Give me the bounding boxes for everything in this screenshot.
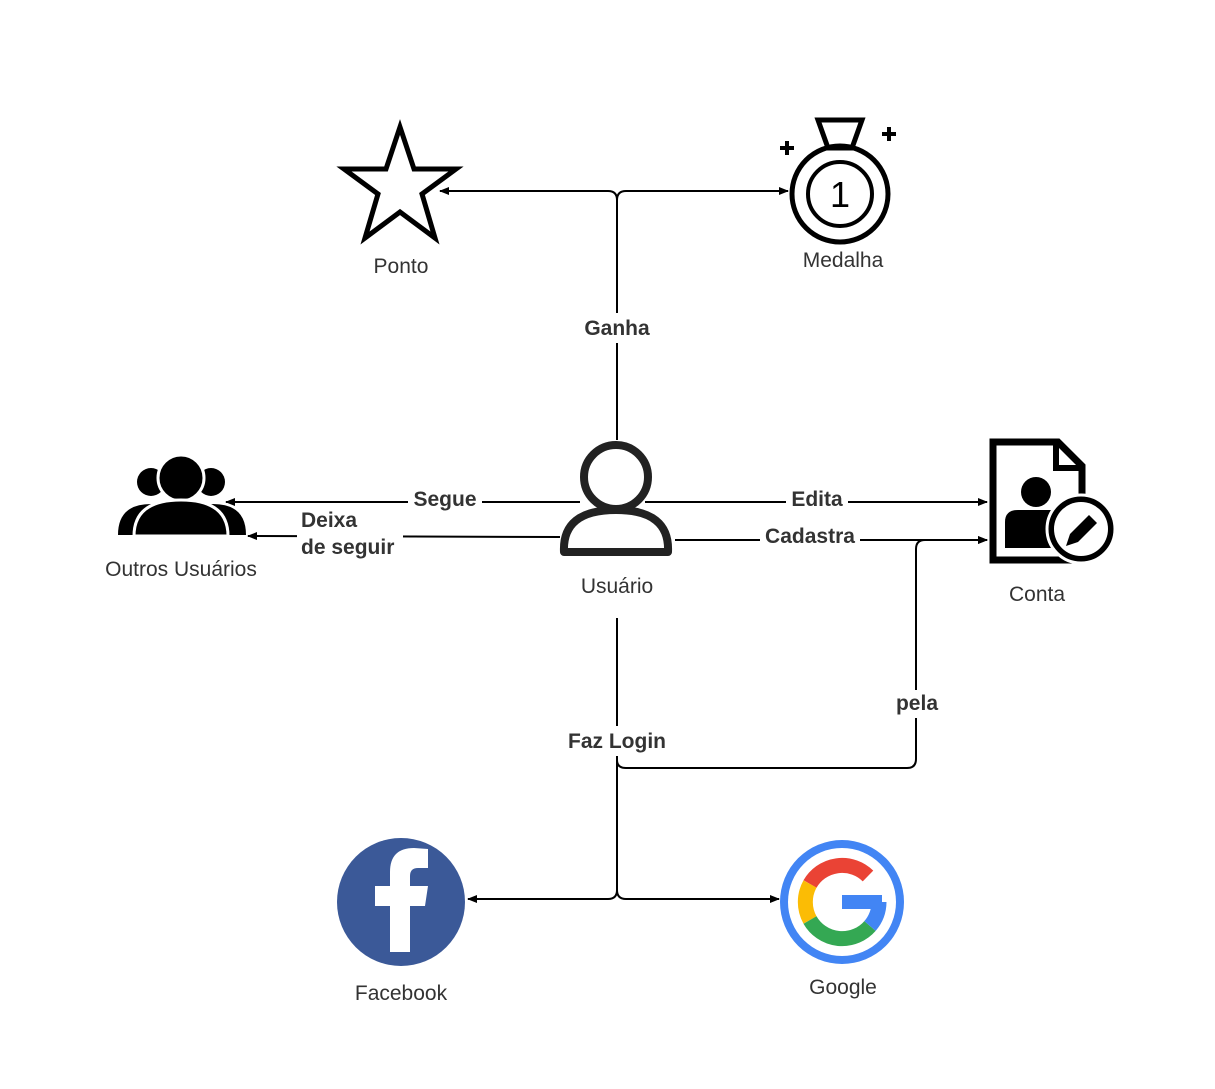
- node-label-usuario: Usuário: [581, 575, 653, 598]
- node-label-medalha: Medalha: [803, 249, 884, 272]
- google-icon: [780, 840, 904, 964]
- node-label-ponto: Ponto: [374, 255, 429, 278]
- account-edit-icon: [989, 438, 1117, 565]
- medal-number: 1: [830, 174, 850, 215]
- edge-label-ganha: Ganha: [584, 317, 650, 340]
- edge-ganha-to-ponto[interactable]: [439, 187, 618, 201]
- node-outros-usuarios[interactable]: Outros Usuários: [105, 453, 257, 581]
- edge-login-facebook[interactable]: [467, 889, 618, 903]
- edge-label-deixa: Deixa: [301, 509, 357, 532]
- edge-labels: Ganha Segue Deixa de seguir Edita Cadast…: [297, 313, 944, 756]
- edge-label-edita: Edita: [791, 488, 843, 511]
- edge-label-segue: Segue: [413, 488, 476, 511]
- user-icon: [559, 441, 673, 556]
- node-ponto[interactable]: Ponto: [336, 119, 464, 278]
- node-label-google: Google: [809, 976, 877, 999]
- facebook-icon: [337, 838, 465, 966]
- node-usuario[interactable]: Usuário: [559, 441, 673, 598]
- node-medalha[interactable]: 1 Medalha: [780, 117, 896, 272]
- node-label-outros-usuarios: Outros Usuários: [105, 558, 257, 581]
- node-label-conta: Conta: [1009, 583, 1065, 606]
- edge-label-cadastra: Cadastra: [765, 525, 855, 548]
- edge-label-faz-login: Faz Login: [568, 730, 666, 753]
- edge-login-google[interactable]: [616, 889, 780, 903]
- edge-pela[interactable]: [616, 536, 988, 769]
- edge-deixa-de-seguir[interactable]: [247, 532, 561, 541]
- node-facebook[interactable]: Facebook: [337, 838, 465, 1005]
- edge-label-de-seguir: de seguir: [301, 536, 394, 559]
- users-group-icon: [118, 453, 246, 538]
- medal-icon: 1: [780, 117, 896, 245]
- node-conta[interactable]: Conta: [989, 438, 1117, 606]
- star-icon: [336, 119, 464, 245]
- node-google[interactable]: Google: [780, 840, 904, 999]
- edge-label-pela: pela: [896, 692, 938, 715]
- node-label-facebook: Facebook: [355, 982, 448, 1005]
